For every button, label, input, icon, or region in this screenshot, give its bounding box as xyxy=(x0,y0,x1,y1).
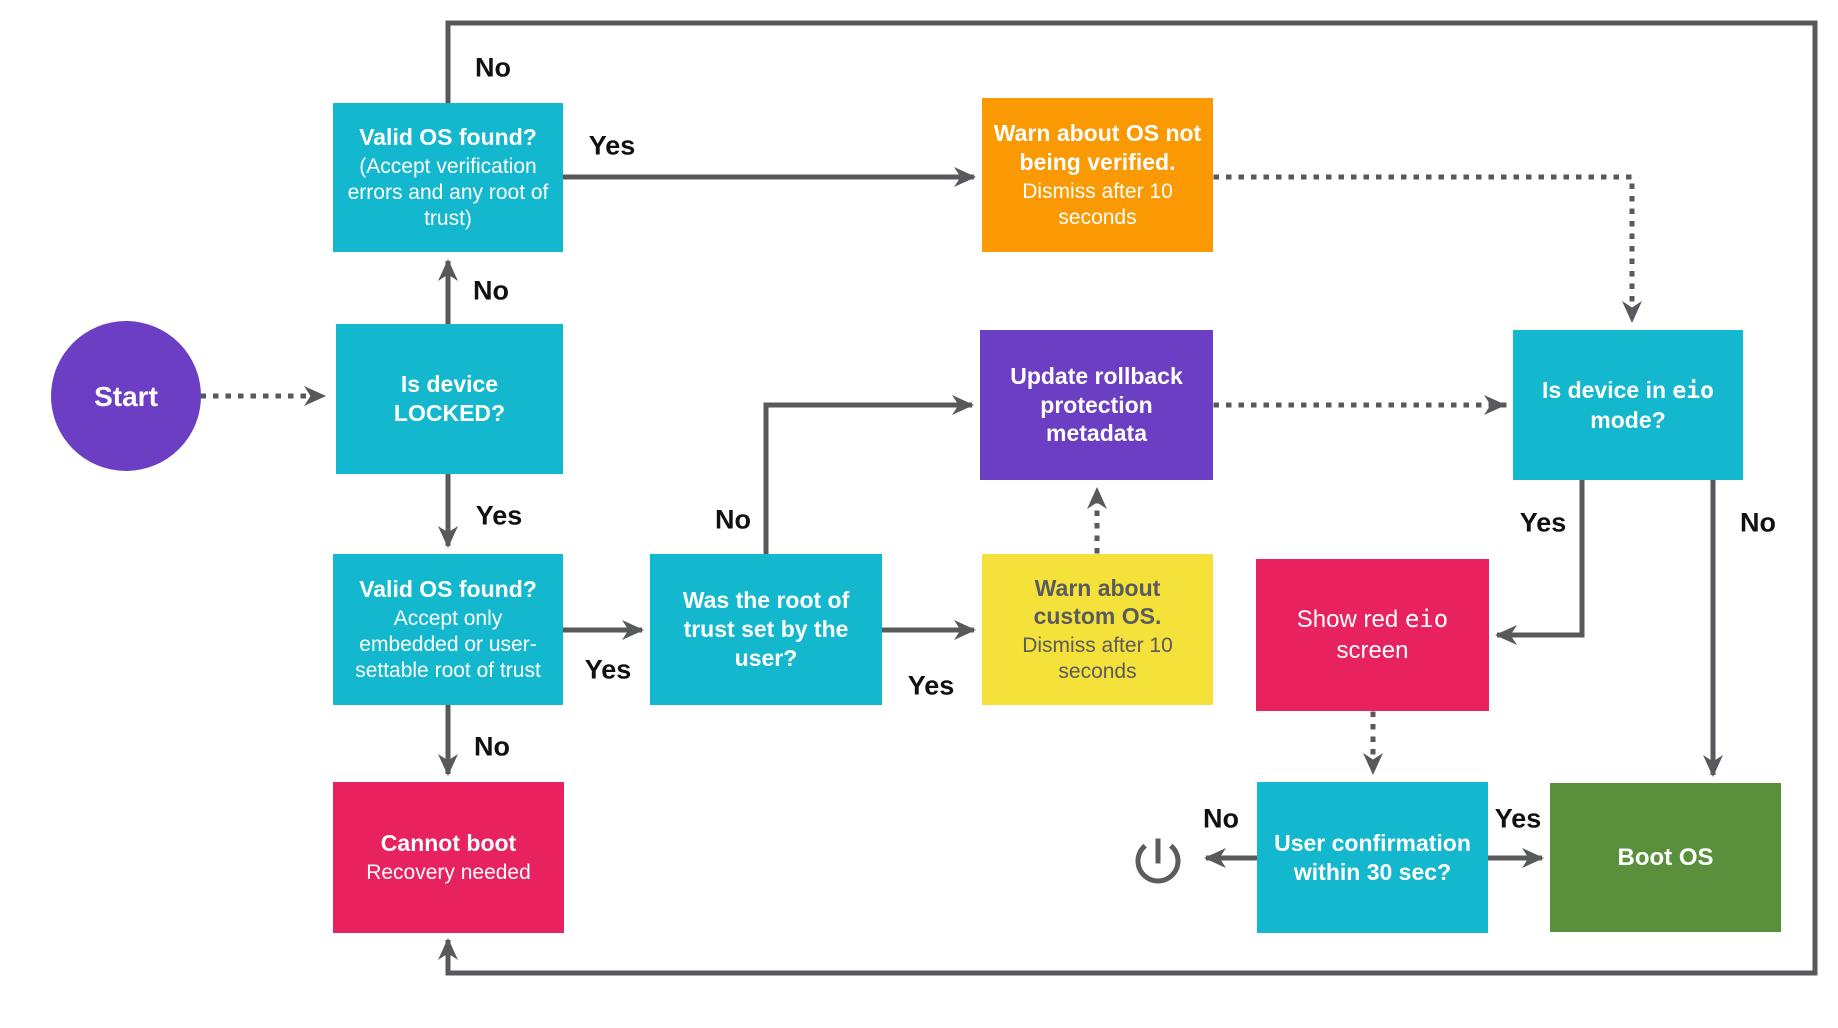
is-device-locked-node: Is device LOCKED? xyxy=(336,324,563,474)
warn-unverified-body: Dismiss after 10 seconds xyxy=(1022,179,1173,229)
valid-os-unlocked-body: (Accept verification errors and any root… xyxy=(347,154,549,230)
boot-os-node: Boot OS xyxy=(1550,783,1781,932)
update-rollback-node: Update rollback protection metadata xyxy=(980,330,1213,480)
edge-label-valid-top-yes: Yes xyxy=(588,130,636,161)
warn-custom-os-title: Warn about custom OS. xyxy=(1033,574,1162,630)
edge-label-eio-no: No xyxy=(1740,507,1776,538)
cannot-boot-title: Cannot boot xyxy=(380,830,517,857)
edge-label-confirm-no: No xyxy=(1203,803,1239,834)
edge-label-valid-locked-no: No xyxy=(474,731,510,762)
update-rollback-title: Update rollback protection metadata xyxy=(1010,362,1183,447)
edge-label-was-root-yes: Yes xyxy=(907,670,955,701)
start-node: Start xyxy=(51,321,201,471)
edge-label-locked-no: No xyxy=(473,275,509,306)
valid-os-locked-node: Valid OS found? Accept only embedded or … xyxy=(333,554,563,705)
valid-os-unlocked-title: Valid OS found? xyxy=(359,124,537,151)
is-device-locked-title: Is device LOCKED? xyxy=(393,371,506,426)
warn-unverified-node: Warn about OS not being verified. Dismis… xyxy=(982,98,1213,252)
cannot-boot-body: Recovery needed xyxy=(366,860,531,884)
valid-os-locked-title: Valid OS found? xyxy=(359,576,537,603)
was-root-of-trust-title: Was the root of trust set by the user? xyxy=(682,587,850,671)
is-device-eio-title: Is device in eio mode? xyxy=(1542,376,1714,433)
edge-label-confirm-yes: Yes xyxy=(1494,803,1542,834)
show-red-eio-title: Show red eio screen xyxy=(1296,604,1449,664)
boot-os-title: Boot OS xyxy=(1617,843,1714,871)
edge-label-top-loop-no: No xyxy=(475,52,511,83)
edge-label-valid-locked-yes: Yes xyxy=(584,654,632,685)
valid-os-locked-body: Accept only embedded or user-settable ro… xyxy=(355,606,541,682)
warn-unverified-title: Warn about OS not being verified. xyxy=(993,120,1202,175)
edge-label-was-root-no: No xyxy=(715,504,751,535)
warn-custom-os-body: Dismiss after 10 seconds xyxy=(1022,634,1173,684)
user-confirmation-node: User confirmation within 30 sec? xyxy=(1257,782,1488,933)
edge-label-locked-yes: Yes xyxy=(475,500,523,531)
start-label: Start xyxy=(94,380,158,412)
cannot-boot-node: Cannot boot Recovery needed xyxy=(333,782,564,933)
valid-os-unlocked-node: Valid OS found? (Accept verification err… xyxy=(333,103,563,252)
is-device-eio-node: Is device in eio mode? xyxy=(1513,330,1743,480)
show-red-eio-node: Show red eio screen xyxy=(1256,559,1489,711)
was-root-of-trust-node: Was the root of trust set by the user? xyxy=(650,554,882,705)
power-icon xyxy=(1135,838,1181,884)
user-confirmation-title: User confirmation within 30 sec? xyxy=(1274,829,1471,885)
edge-label-eio-yes: Yes xyxy=(1519,507,1567,538)
warn-custom-os-node: Warn about custom OS. Dismiss after 10 s… xyxy=(982,554,1213,705)
